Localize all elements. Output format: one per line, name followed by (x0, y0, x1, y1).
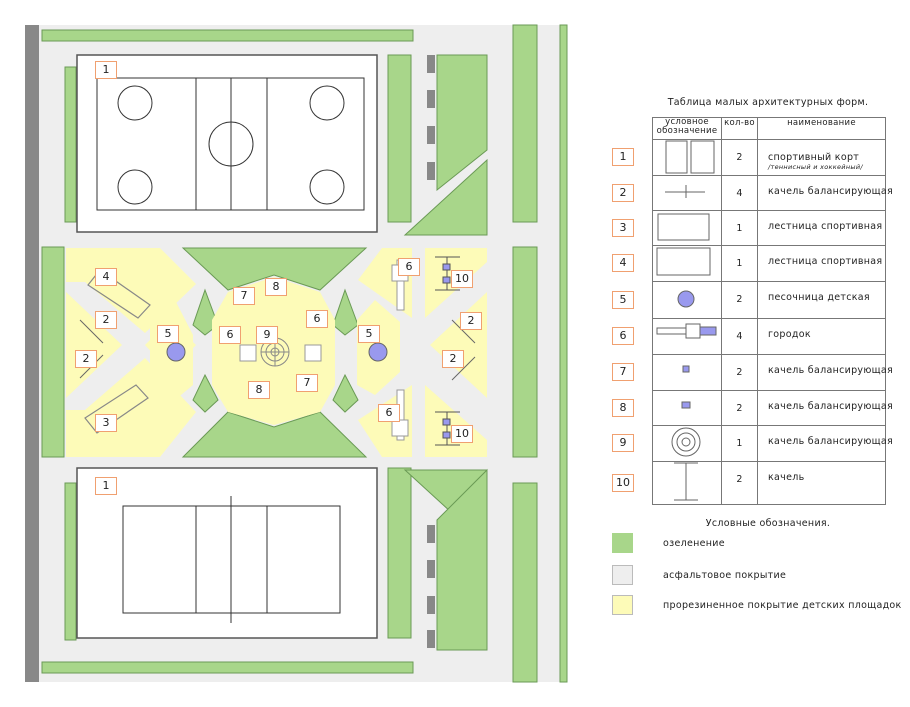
table-name: качель балансирующая (768, 365, 894, 376)
plan-marker: 2 (442, 350, 464, 368)
table-name-cell: спортивный корт/теннисный и хоккейный/ (758, 140, 886, 176)
mafs-table: условное обозначение кол-во наименование… (652, 117, 893, 505)
table-name: качель балансирующая (768, 401, 894, 412)
table-symbol-cell (653, 426, 722, 462)
plan-marker: 6 (398, 258, 420, 276)
legend-title: Условные обозначения. (705, 518, 831, 529)
table-name: городок (768, 329, 811, 340)
plan-marker: 7 (296, 374, 318, 392)
plan-marker: 10 (451, 425, 473, 443)
table-row-number: 5 (612, 290, 634, 309)
legend-swatch (612, 565, 633, 585)
table-row-number: 2 (612, 183, 634, 202)
plan-marker: 2 (75, 350, 97, 368)
table-row-number: 10 (612, 473, 634, 492)
plan-marker: 8 (248, 381, 270, 399)
table-qty: 4 (722, 176, 758, 211)
table-name: лестница спортивная (768, 221, 883, 232)
volleyball-court (122, 496, 341, 623)
table-name-cell: качель (758, 462, 886, 505)
table-row-number: 6 (612, 327, 634, 345)
table-symbol-cell (653, 140, 722, 176)
table-name: качель (768, 472, 805, 483)
table-qty: 1 (722, 246, 758, 282)
plan-marker: 2 (460, 312, 482, 330)
table-name-cell: песочница детская (758, 282, 886, 319)
sandbox-icon (166, 342, 186, 362)
table-row-number: 4 (612, 254, 634, 272)
table-name-cell: лестница спортивная (758, 211, 886, 246)
plan-marker: 6 (219, 326, 241, 344)
plan-marker: 7 (233, 287, 255, 305)
legend-label: асфальтовое покрытие (663, 570, 787, 581)
table-row-number: 8 (612, 398, 634, 417)
table-symbol-cell (653, 319, 722, 355)
table-symbol-cell (653, 355, 722, 391)
plan-marker: 6 (378, 404, 400, 422)
sandbox-icon (368, 342, 388, 362)
table-qty: 2 (722, 391, 758, 426)
plan-marker: 6 (306, 310, 328, 328)
table-name-cell: лестница спортивная (758, 246, 886, 282)
table-name: лестница спортивная (768, 256, 883, 267)
legend-label: озеленение (663, 538, 725, 549)
legend-label: прорезиненное покрытие детских площадок (663, 600, 902, 611)
table-symbol-cell (653, 246, 722, 282)
plan-marker: 1 (95, 477, 117, 495)
table-row-number: 1 (612, 148, 634, 166)
swing-icon (435, 256, 460, 446)
plan-marker: 1 (95, 61, 117, 79)
table-qty: 2 (722, 355, 758, 391)
table-name-cell: качель балансирующая (758, 176, 893, 211)
table-qty: 1 (722, 211, 758, 246)
boundary-strip (25, 25, 39, 682)
plan-marker: 4 (95, 268, 117, 286)
table-qty: 1 (722, 426, 758, 462)
plan-marker: 3 (95, 414, 117, 432)
table-name-cell: городок (758, 319, 886, 355)
balance-swing-icon (79, 319, 476, 381)
plan-marker: 5 (157, 325, 179, 343)
table-title: Таблица малых архитектурных форм. (667, 97, 869, 108)
table-name-cell: качель балансирующая (758, 391, 893, 426)
table-note: /теннисный и хоккейный/ (768, 163, 863, 171)
table-symbol-cell (653, 462, 722, 505)
plan-marker: 10 (451, 270, 473, 288)
table-row-number: 7 (612, 363, 634, 381)
table-name: песочница детская (768, 292, 870, 303)
table-name: спортивный корт (768, 152, 860, 163)
plan-marker: 2 (95, 311, 117, 329)
table-row-number: 9 (612, 434, 634, 452)
table-qty: 2 (722, 282, 758, 319)
table-name-cell: качель балансирующая (758, 426, 893, 462)
table-qty: 2 (722, 140, 758, 176)
table-symbol-cell (653, 282, 722, 319)
table-symbol-cell (653, 391, 722, 426)
table-qty: 4 (722, 319, 758, 355)
legend-swatch (612, 533, 633, 553)
header-name: наименование (758, 118, 886, 140)
plan-marker: 9 (256, 326, 278, 344)
table-symbol-cell (653, 176, 722, 211)
table-qty: 2 (722, 462, 758, 505)
table-name-cell: качель балансирующая (758, 355, 893, 391)
legend-swatch (612, 595, 633, 615)
hockey-court (96, 77, 365, 211)
greenery (41, 24, 568, 683)
table-name: качель балансирующая (768, 186, 894, 197)
header-qty: кол-во (722, 118, 758, 140)
table-row-number: 3 (612, 218, 634, 237)
plan-marker: 8 (265, 278, 287, 296)
plan-marker: 5 (358, 325, 380, 343)
table-name: качель балансирующая (768, 436, 894, 447)
table-symbols (656, 140, 717, 501)
benches (427, 55, 435, 648)
header-symbol: условное обозначение (653, 118, 722, 140)
table-symbol-cell (653, 211, 722, 246)
